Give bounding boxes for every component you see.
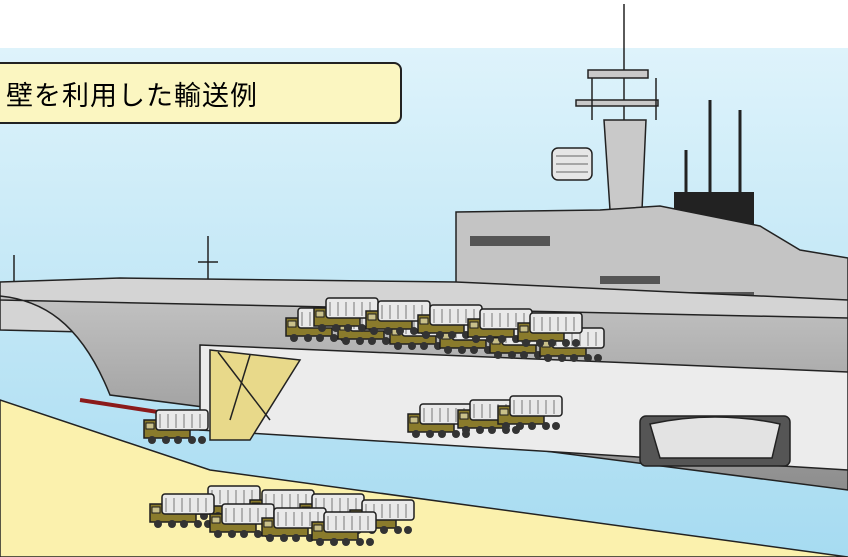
radar-icon xyxy=(551,147,593,181)
ramp xyxy=(209,349,302,441)
caption-text: 壁を利用した輸送例 xyxy=(6,80,258,112)
main-mast xyxy=(575,4,659,211)
landing-craft-icon xyxy=(639,415,791,467)
caption-box: 壁を利用した輸送例 xyxy=(0,62,402,124)
antennas xyxy=(684,100,742,200)
